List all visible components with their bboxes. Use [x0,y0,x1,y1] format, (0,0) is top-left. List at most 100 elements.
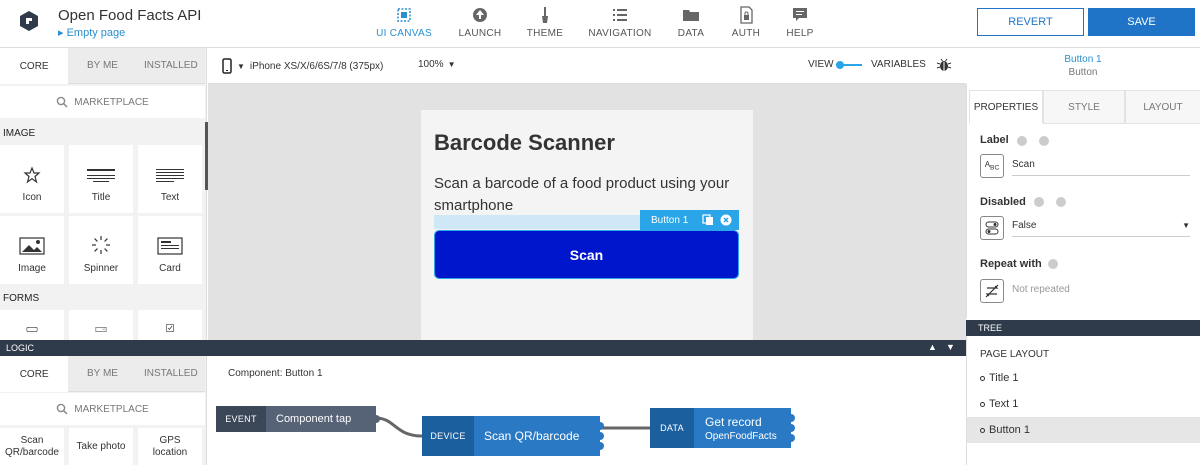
library-scrollbar[interactable] [205,122,208,190]
nav-theme[interactable]: THEME [505,6,585,39]
data-node-label: Get record [705,414,762,429]
tab-installed[interactable]: INSTALLED [136,48,205,84]
screen-title-component[interactable]: Barcode Scanner [434,130,615,155]
tree-title: PAGE LAYOUT [980,349,1050,360]
tile-spinner[interactable]: Spinner [69,216,133,284]
nav-label: UI CANVAS [376,28,432,39]
nav-ui-canvas[interactable]: UI CANVAS [364,6,444,39]
text-type-icon: ABC [980,154,1004,178]
info-icon[interactable] [1048,259,1058,269]
close-icon[interactable] [720,214,732,226]
project-title: Open Food Facts API [58,7,202,24]
nav-data[interactable]: DATA [651,6,731,39]
nav-label: LAUNCH [458,28,502,39]
data-node-kind: DATA [650,408,694,448]
data-node[interactable]: DATA Get record OpenFoodFacts [650,408,795,448]
tab-core[interactable]: CORE [0,48,69,84]
search-icon [56,96,68,108]
output-port[interactable] [787,424,795,432]
logic-tile-scan[interactable]: Scan QR/barcode [0,428,64,465]
tab-core[interactable]: CORE [0,356,69,392]
tile-label: Image [18,263,46,274]
nav-label: THEME [526,28,564,39]
output-port[interactable] [787,414,795,422]
link-icon[interactable] [1017,136,1027,146]
info-icon[interactable] [1039,136,1049,146]
tile-text[interactable]: Text [138,145,202,213]
tree-item-text-1[interactable]: Text 1 [967,391,1200,417]
logic-marketplace-button[interactable]: MARKETPLACE [0,393,205,425]
nav-launch[interactable]: LAUNCH [440,6,520,39]
tile-select[interactable] [69,310,133,340]
label-input[interactable]: Scan [1012,154,1190,176]
zoom-selector[interactable]: 100% ▼ [418,59,456,70]
chevron-down-icon: ▼ [447,60,456,69]
button-icon [26,326,38,332]
collapse-down-icon[interactable]: ▼ [946,342,955,352]
scan-button-component[interactable]: Scan [434,230,739,279]
card-icon [157,237,183,255]
tree-panel [966,336,1200,465]
device-node-kind: DEVICE [422,416,474,456]
output-port[interactable] [372,415,380,423]
info-icon[interactable] [1056,197,1066,207]
output-port[interactable] [596,422,604,430]
disabled-property-title: Disabled [980,196,1026,208]
view-variables-toggle[interactable] [834,60,864,70]
selection-badge-label: Button 1 [651,214,689,226]
output-port[interactable] [596,432,604,440]
logic-tile-gps[interactable]: GPS location [138,428,202,465]
marketplace-label: MARKETPLACE [74,403,149,415]
tab-by-me[interactable]: BY ME [68,356,137,392]
chevron-down-icon: ▼ [237,61,245,71]
chevron-down-icon: ▼ [1182,221,1190,230]
selected-component-type: Button [1068,67,1098,78]
tab-installed[interactable]: INSTALLED [136,356,205,392]
tile-title[interactable]: Title [69,145,133,213]
nav-navigation[interactable]: NAVIGATION [580,6,660,39]
tile-checkbox[interactable] [138,310,202,340]
selected-component-name[interactable]: Button 1 [1064,54,1102,65]
tile-card[interactable]: Card [138,216,202,284]
tree-item-button-1[interactable]: Button 1 [967,417,1200,443]
device-node[interactable]: DEVICE Scan QR/barcode [422,416,604,456]
tree-item-title-1[interactable]: Title 1 [967,365,1200,391]
event-node[interactable]: EVENT Component tap [216,406,380,432]
event-node-kind: EVENT [216,406,266,432]
app-logo-icon[interactable] [18,10,40,32]
device-selector[interactable]: ▼ iPhone XS/X/6/6S/7/8 (375px) [222,58,383,74]
output-port[interactable] [787,434,795,442]
copy-icon[interactable] [702,214,714,226]
tab-layout[interactable]: LAYOUT [1125,90,1200,124]
marketplace-button[interactable]: MARKETPLACE [0,86,205,118]
output-port[interactable] [596,442,604,450]
tile-icon[interactable]: Icon [0,145,64,213]
tile-image[interactable]: Image [0,216,64,284]
tile-label: Spinner [83,263,119,274]
disabled-select[interactable]: False▼ [1012,215,1190,237]
launch-icon [471,6,489,24]
logic-tile-take-photo[interactable]: Take photo [69,428,133,465]
nav-auth[interactable]: AUTH [706,6,786,39]
node-bullet-icon [980,427,985,433]
expand-up-icon[interactable]: ▲ [928,342,937,352]
nav-label: AUTH [731,28,761,39]
device-label: iPhone XS/X/6/6S/7/8 (375px) [249,60,384,72]
page-selector[interactable]: ▸ Empty page [58,27,126,39]
tab-properties[interactable]: PROPERTIES [969,90,1043,124]
library-tabs: CORE BY ME INSTALLED [0,48,205,84]
revert-button[interactable]: REVERT [977,8,1084,36]
link-icon[interactable] [1034,197,1044,207]
tab-by-me[interactable]: BY ME [68,48,137,84]
nav-help[interactable]: HELP [760,6,840,39]
repeat-value[interactable]: Not repeated [1012,283,1070,295]
brush-icon [536,6,554,24]
tile-button[interactable] [0,310,64,340]
component-library: CORE BY ME INSTALLED MARKETPLACE IMAGE F… [0,48,207,340]
bug-icon[interactable] [936,57,952,73]
star-icon [23,166,41,184]
tab-style[interactable]: STYLE [1043,90,1125,124]
screen-text-component[interactable]: Scan a barcode of a food product using y… [434,175,730,214]
section-forms: FORMS [0,288,205,308]
save-button[interactable]: SAVE [1088,8,1195,36]
